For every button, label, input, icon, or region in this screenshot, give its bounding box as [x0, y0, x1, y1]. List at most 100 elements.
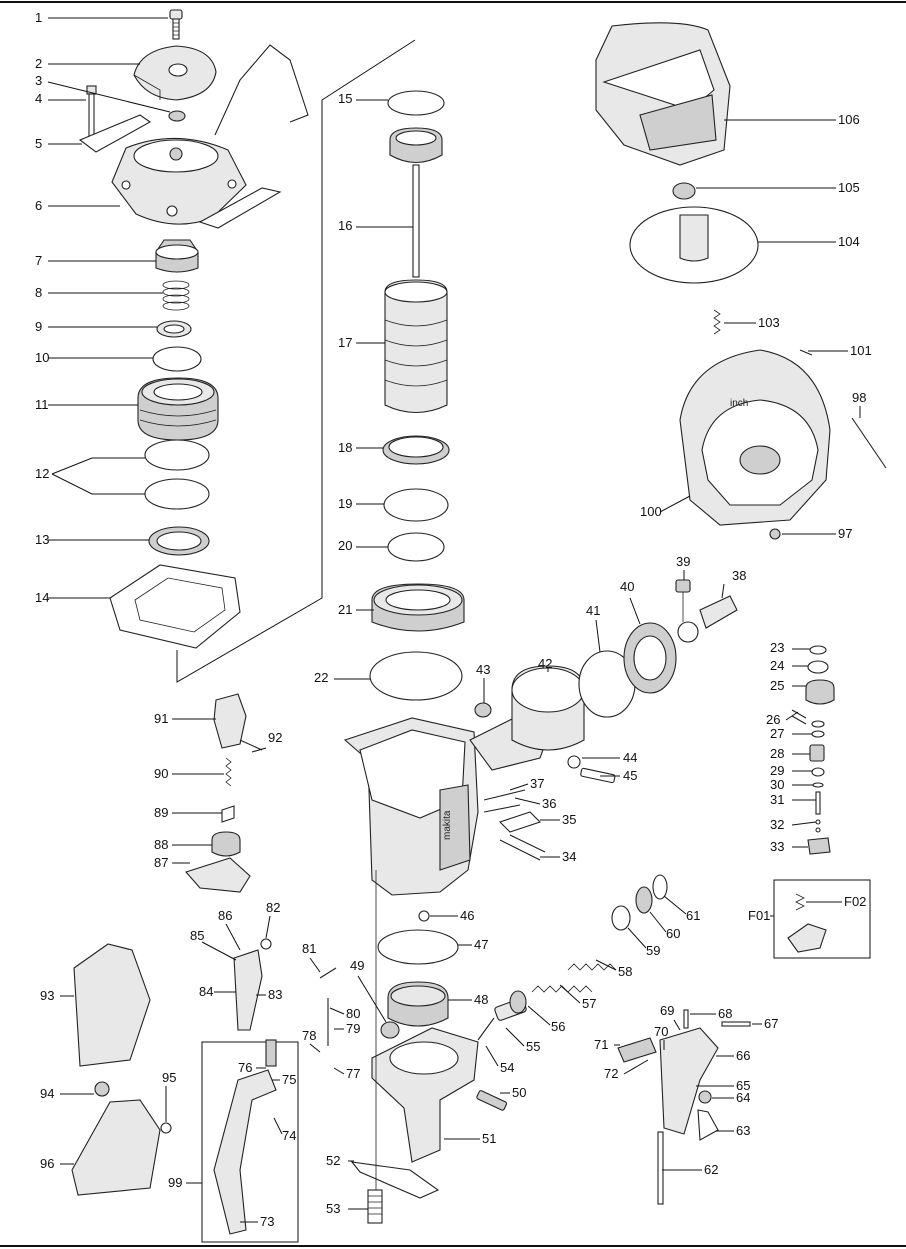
- callout-label-55: 55: [526, 1039, 540, 1054]
- part-34-pins: [499, 834, 546, 861]
- part-48-bumper: [387, 981, 449, 1027]
- callout-label-93: 93: [40, 988, 54, 1003]
- callout-label-6: 6: [35, 198, 42, 213]
- callout-label-82: 82: [266, 900, 280, 915]
- part-63-clip: [697, 1109, 719, 1141]
- part-35-plate: [498, 811, 542, 833]
- leader-line-77: [333, 1067, 345, 1075]
- callout-label-100: 100: [640, 504, 662, 519]
- callout-label-5: 5: [35, 136, 42, 151]
- callout-label-32: 32: [770, 817, 784, 832]
- callout-label-7: 7: [35, 253, 42, 268]
- part-8-spring: [162, 280, 190, 311]
- part-40-cap: [623, 622, 677, 694]
- callout-label-85: 85: [190, 928, 204, 943]
- callout-label-30: 30: [770, 777, 784, 792]
- callout-label-96: 96: [40, 1156, 54, 1171]
- part-36-37-pins: [483, 789, 526, 813]
- callout-label-72: 72: [604, 1066, 618, 1081]
- part-15-o-ring: [387, 90, 445, 116]
- leader-line-92: [251, 747, 267, 753]
- callout-label-76: 76: [238, 1060, 252, 1075]
- brand-mark-text: makita: [442, 810, 453, 840]
- callout-label-74: 74: [282, 1128, 296, 1143]
- callout-label-11: 11: [35, 397, 49, 412]
- part-90-spring: [225, 757, 232, 787]
- callout-label-54: 54: [500, 1060, 514, 1075]
- part-22-o-ring: [369, 651, 463, 701]
- part-62-pin: [657, 1131, 664, 1205]
- part-3-washer: [168, 110, 186, 122]
- leader-line-40: [629, 597, 641, 625]
- leader-line-57: [559, 984, 581, 1004]
- callout-label-65: 65: [736, 1078, 750, 1093]
- part-93-cover: [73, 943, 151, 1067]
- callout-label-94: 94: [40, 1086, 54, 1101]
- part-21-bumper: [371, 583, 465, 632]
- callout-label-104: 104: [838, 234, 860, 249]
- part-12-o-ring-a: [144, 439, 210, 471]
- part-99-group-box: [201, 1041, 299, 1243]
- callout-label-9: 9: [35, 319, 42, 334]
- leader-line-49: [357, 975, 387, 1023]
- part-12-o-ring-b: [144, 478, 210, 510]
- part-82-part: [260, 938, 272, 950]
- top-cap-assembly: [78, 9, 309, 649]
- callout-label-50: 50: [512, 1085, 526, 1100]
- callout-label-69: 69: [660, 1003, 674, 1018]
- part-94-cap: [94, 1081, 110, 1097]
- callout-label-F01: F01: [748, 908, 770, 923]
- callout-label-24: 24: [770, 658, 784, 673]
- leader-line-74: [273, 1117, 283, 1135]
- leader-line-54: [485, 1045, 499, 1067]
- callout-label-29: 29: [770, 763, 784, 778]
- leader-line-32: [791, 821, 817, 826]
- callout-label-106: 106: [838, 112, 860, 127]
- callout-label-60: 60: [666, 926, 680, 941]
- part-59-ring: [611, 905, 631, 931]
- part-56-seal: [509, 990, 527, 1014]
- callout-label-90: 90: [154, 766, 168, 781]
- callout-label-12: 12: [35, 466, 49, 481]
- leader-line-38: [721, 583, 725, 599]
- leader-line-61: [663, 895, 687, 915]
- leader-line-41: [595, 619, 601, 653]
- cylinder-column: [369, 90, 465, 701]
- part-87-guide: [185, 857, 251, 893]
- callout-label-40: 40: [620, 579, 634, 594]
- part-88-dial: [211, 831, 241, 857]
- callout-label-64: 64: [736, 1090, 750, 1105]
- callout-label-83: 83: [268, 987, 282, 1002]
- callout-label-31: 31: [770, 792, 784, 807]
- part-14-gasket: [109, 564, 241, 649]
- part-61-ring: [652, 874, 668, 900]
- leader-line-60: [649, 911, 667, 933]
- callout-label-3: 3: [35, 73, 42, 88]
- callout-label-15: 15: [338, 91, 352, 106]
- part-19-o-ring: [383, 488, 449, 522]
- callout-label-57: 57: [582, 996, 596, 1011]
- part-105-cap: [672, 182, 696, 200]
- callout-label-2: 2: [35, 56, 42, 71]
- part-1-bolt: [169, 9, 183, 40]
- part-6-cylinder-cap: [111, 137, 247, 225]
- callout-label-46: 46: [460, 908, 474, 923]
- callout-label-56: 56: [551, 1019, 565, 1034]
- callout-layer: 1234567891011121314151617181920212223242…: [35, 10, 872, 1229]
- callout-label-105: 105: [838, 180, 860, 195]
- callout-label-58: 58: [618, 964, 632, 979]
- callout-label-39: 39: [676, 554, 690, 569]
- leader-line-100: [659, 495, 691, 513]
- part-45-bolt: [580, 767, 616, 784]
- callout-label-99: 99: [168, 1175, 182, 1190]
- part-67-pin: [721, 1021, 751, 1027]
- part-103-spring: [713, 309, 721, 335]
- leader-line-69: [673, 1019, 681, 1031]
- callout-label-51: 51: [482, 1131, 496, 1146]
- part-f01-latch: [787, 923, 827, 953]
- callout-label-1: 1: [35, 10, 42, 25]
- callout-label-17: 17: [338, 335, 352, 350]
- callout-label-88: 88: [154, 837, 168, 852]
- callout-label-36: 36: [542, 796, 556, 811]
- part-10-o-ring: [152, 346, 202, 372]
